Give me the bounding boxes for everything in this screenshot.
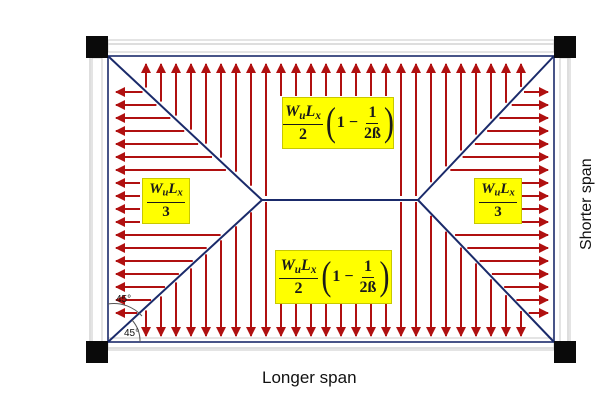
bottom-panel-fraction: WuLx 2 <box>278 256 319 297</box>
yield-line-top-right <box>417 55 555 201</box>
column-bottom-left <box>86 341 108 363</box>
left-sub-u: u <box>162 188 169 200</box>
bottom-l: L <box>301 256 311 274</box>
bottom-sub-x: x <box>310 263 317 276</box>
load-arrows <box>115 63 549 337</box>
column-top-right <box>554 36 576 58</box>
top-one: 1 <box>336 114 345 131</box>
bottom-denominator: 2 <box>294 279 303 297</box>
right-w: W <box>481 181 495 198</box>
right-sub-x: x <box>509 188 515 200</box>
bottom-w: W <box>280 256 295 274</box>
slab-outer-frame <box>89 43 569 349</box>
slab-left-edge-band <box>91 57 103 343</box>
right-sub-u: u <box>494 188 501 200</box>
bottom-one: 1 <box>332 268 341 285</box>
top-panel-fraction: WuLx 2 <box>283 102 323 143</box>
left-denominator: 3 <box>162 203 170 220</box>
bottom-sub-u: u <box>294 263 302 276</box>
top-sub-x: x <box>315 109 321 122</box>
top-denominator: 2 <box>298 125 307 143</box>
left-panel-load-label: WuLx 3 <box>142 178 190 224</box>
yield-line-bottom-right <box>417 199 555 343</box>
left-sub-x: x <box>177 188 183 200</box>
right-denominator: 3 <box>494 203 502 220</box>
left-w: W <box>149 181 163 198</box>
slab-boundary <box>107 55 555 343</box>
shorter-span-caption: Shorter span <box>578 158 595 250</box>
top-inner-num: 1 <box>366 104 379 124</box>
bottom-panel-load-label: WuLx 2 ( 1 − 1 2ß ) <box>275 250 392 304</box>
angle-arc-lower <box>131 319 141 343</box>
right-panel-load-label: WuLx 3 <box>474 178 522 224</box>
left-l: L <box>168 181 178 198</box>
yield-lines <box>107 55 555 343</box>
column-top-left <box>86 36 108 58</box>
longer-span-caption: Longer span <box>262 368 357 387</box>
yield-line-top-left <box>107 55 263 201</box>
top-w: W <box>285 102 300 120</box>
bottom-inner-fraction: 1 2ß <box>359 258 377 296</box>
top-inner-den: 2ß <box>364 124 381 142</box>
bottom-inner-den: 2ß <box>359 278 377 296</box>
angle-label-lower: 45° <box>124 328 140 339</box>
angle-arc-upper <box>107 303 143 317</box>
column-bottom-right <box>554 341 576 363</box>
right-l: L <box>500 181 510 198</box>
slab-top-edge-band <box>107 39 555 53</box>
top-panel-load-label: WuLx 2 ( 1 − 1 2ß ) <box>282 97 394 149</box>
left-panel-fraction: WuLx 3 <box>147 182 185 219</box>
top-l: L <box>305 102 316 120</box>
yield-line-bottom-left <box>107 199 263 343</box>
right-panel-fraction: WuLx 3 <box>479 182 517 219</box>
bottom-inner-num: 1 <box>361 258 374 278</box>
angle-label-upper: 45° <box>116 294 132 305</box>
top-sub-u: u <box>299 109 306 122</box>
top-inner-fraction: 1 2ß <box>364 104 381 142</box>
